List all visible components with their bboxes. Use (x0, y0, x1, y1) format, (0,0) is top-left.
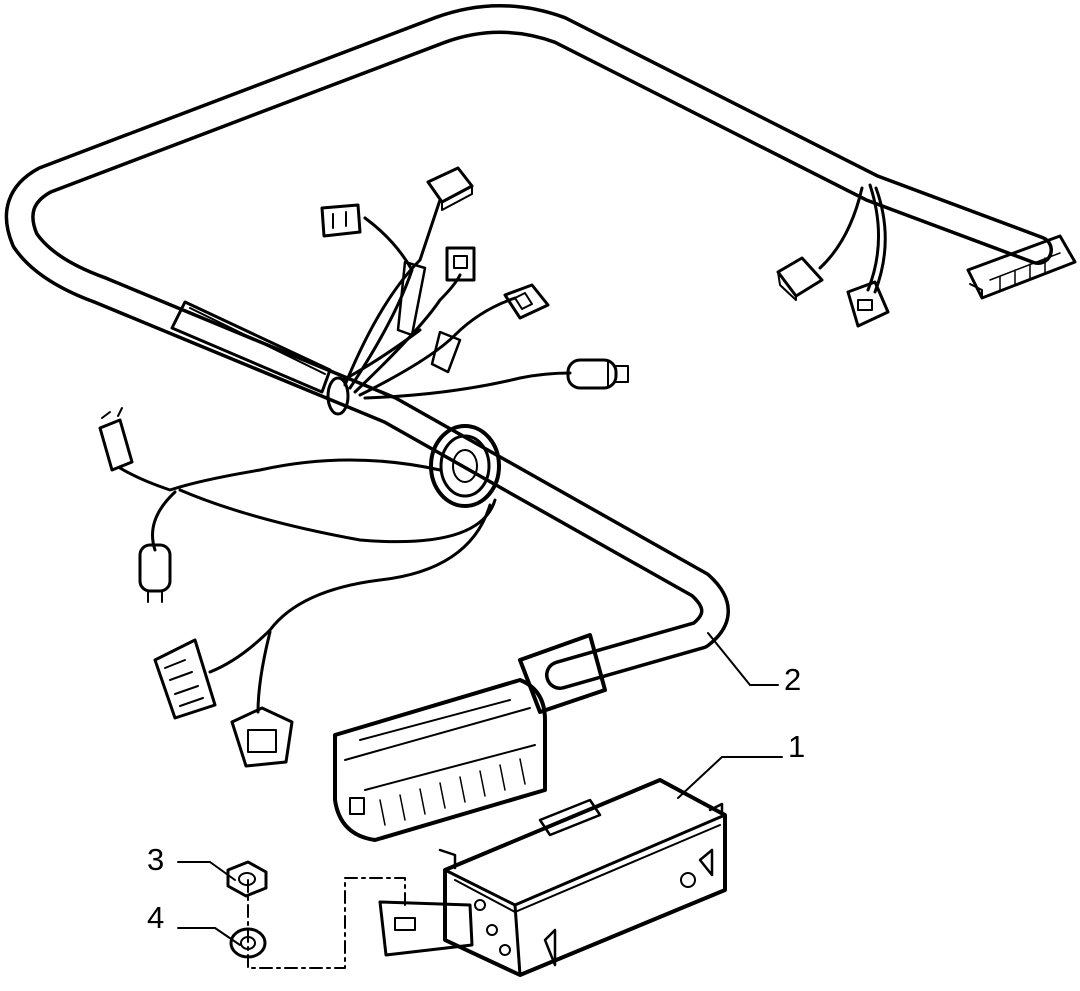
bulb-socket-left-lower (138, 543, 172, 603)
loom-band (326, 376, 350, 416)
callout-3: 3 (147, 842, 236, 881)
connector-right-2 (846, 280, 890, 328)
callout-1: 1 (677, 729, 805, 799)
callout-2: 2 (707, 632, 801, 697)
connector-right-1 (776, 256, 824, 301)
callout-1-label: 1 (788, 729, 805, 764)
connector-upper-2 (426, 166, 474, 211)
connector-upper-1 (320, 203, 362, 238)
callout-4-label: 4 (147, 900, 164, 935)
main-multi-pin-plug (333, 633, 607, 842)
main-harness-loom (4, 4, 1053, 690)
bulb-socket-upper (566, 358, 629, 390)
control-unit (438, 778, 727, 977)
callout-4: 4 (147, 900, 241, 946)
upper-branch-wires (341, 198, 572, 400)
connector-left-square (230, 706, 294, 768)
mounting-bracket (378, 900, 474, 957)
callout-2-label: 2 (784, 662, 801, 697)
harness-grommet (429, 424, 501, 508)
bulb-socket-left-upper (98, 407, 134, 472)
lower-branch-wires (118, 458, 497, 714)
loom-sleeve-upper (170, 300, 332, 394)
right-branch-wires (818, 183, 887, 294)
connector-left-flat (153, 638, 217, 720)
assembly-axis-line (247, 877, 406, 969)
connector-upper-4 (503, 283, 550, 320)
connector-upper-3 (445, 246, 476, 282)
multi-pin-connector-right (966, 234, 1077, 300)
callout-3-label: 3 (147, 842, 164, 877)
